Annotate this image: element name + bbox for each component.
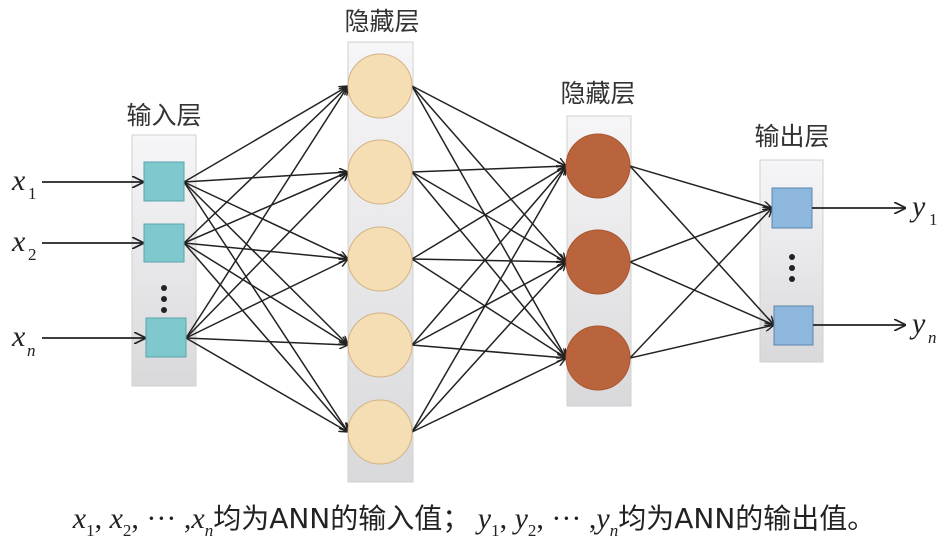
edge-h21-out1 bbox=[629, 261, 774, 325]
edge-in2-h11 bbox=[185, 172, 348, 339]
svg-text:2: 2 bbox=[28, 245, 37, 264]
svg-text:1: 1 bbox=[929, 210, 938, 229]
caption: x1, x2, ··· ,xn均为ANN的输入值； y1, y2, ··· ,y… bbox=[72, 502, 876, 540]
edge-h13-h20 bbox=[411, 166, 566, 346]
hidden2-node-3 bbox=[565, 325, 631, 391]
edge-h22-out1 bbox=[629, 325, 774, 359]
input-label-2: x 2 bbox=[11, 225, 37, 264]
edge-in0-h10 bbox=[183, 86, 348, 183]
hidden2-node-1 bbox=[565, 133, 631, 199]
edge-in2-h13 bbox=[185, 337, 348, 345]
input-label-1: x 1 bbox=[11, 164, 37, 203]
edge-h12-h20 bbox=[411, 166, 566, 260]
edge-in2-h10 bbox=[185, 86, 348, 339]
connections bbox=[183, 85, 774, 433]
output-label-n: y n bbox=[909, 307, 937, 347]
edge-h14-h20 bbox=[411, 166, 566, 433]
svg-text:n: n bbox=[27, 341, 36, 360]
edge-in0-h13 bbox=[183, 181, 348, 345]
edge-in1-h14 bbox=[183, 242, 348, 432]
edge-h13-h22 bbox=[411, 344, 566, 358]
hidden2-node-2 bbox=[565, 229, 631, 295]
caption-output-text: 均为ANN的输出值。 bbox=[618, 502, 876, 535]
svg-text:y: y bbox=[909, 307, 926, 340]
edge-h20-out0 bbox=[629, 165, 772, 208]
edge-h11-h20 bbox=[411, 166, 566, 173]
edge-h14-h22 bbox=[411, 358, 566, 433]
edge-h11-h22 bbox=[411, 171, 566, 358]
edge-in0-h11 bbox=[183, 172, 348, 183]
edge-in2-h14 bbox=[185, 337, 348, 432]
svg-text:x: x bbox=[11, 225, 26, 258]
edge-h11-h21 bbox=[411, 171, 566, 262]
svg-text:x: x bbox=[11, 164, 26, 197]
output-node-1 bbox=[771, 187, 813, 229]
output-layer-title: 输出层 bbox=[754, 122, 829, 151]
edge-in1-h13 bbox=[183, 242, 348, 345]
svg-text:n: n bbox=[928, 328, 937, 347]
input-layer-title: 输入层 bbox=[126, 101, 201, 130]
edge-h10-h21 bbox=[411, 85, 566, 262]
input-node-2 bbox=[143, 223, 185, 263]
hidden1-node-3 bbox=[347, 226, 413, 292]
edge-h12-h21 bbox=[411, 259, 566, 262]
caption-input-text: 均为ANN的输入值； bbox=[213, 502, 471, 535]
output-label-1: y 1 bbox=[909, 190, 938, 229]
edge-in1-h11 bbox=[183, 172, 348, 244]
input-node-n bbox=[145, 317, 187, 358]
edge-in1-h10 bbox=[183, 86, 348, 244]
output-node-n bbox=[773, 305, 814, 346]
edge-in2-h12 bbox=[185, 259, 348, 339]
hidden1-node-2 bbox=[347, 139, 413, 205]
hidden1-node-4 bbox=[347, 312, 413, 378]
hidden-layer-2-title: 隐藏层 bbox=[560, 79, 635, 108]
input-label-n: x n bbox=[11, 320, 36, 360]
edge-h20-out1 bbox=[629, 165, 774, 325]
edge-h14-h21 bbox=[411, 262, 566, 433]
edge-h12-h22 bbox=[411, 258, 566, 358]
edge-in0-h12 bbox=[183, 181, 348, 259]
edge-h22-out0 bbox=[629, 208, 772, 359]
edge-in1-h12 bbox=[183, 242, 348, 259]
edge-h10-h20 bbox=[411, 85, 566, 166]
edge-h13-h21 bbox=[411, 262, 566, 346]
output-ellipsis bbox=[789, 254, 795, 282]
hidden1-node-1 bbox=[347, 53, 413, 119]
svg-text:1: 1 bbox=[28, 184, 37, 203]
hidden1-node-5 bbox=[347, 399, 413, 465]
edge-h21-out0 bbox=[629, 208, 772, 263]
input-ellipsis bbox=[161, 285, 167, 313]
svg-text:x: x bbox=[11, 320, 26, 353]
hidden-layer-1-title: 隐藏层 bbox=[344, 7, 419, 36]
edge-h10-h22 bbox=[411, 85, 566, 358]
svg-text:y: y bbox=[909, 190, 926, 223]
input-node-1 bbox=[143, 161, 185, 202]
edge-in0-h14 bbox=[183, 181, 348, 432]
